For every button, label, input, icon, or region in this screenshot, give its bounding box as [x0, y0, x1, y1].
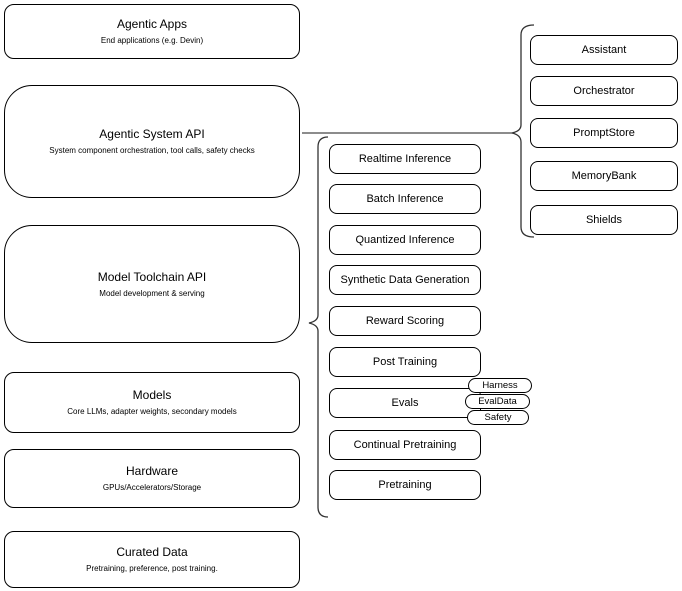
node-subtitle: End applications (e.g. Devin): [100, 36, 204, 45]
node-realtime-inference: Realtime Inference: [329, 144, 481, 174]
node-title: Model Toolchain API: [97, 269, 207, 284]
node-pretraining: Pretraining: [329, 470, 481, 500]
node-agentic-apps: Agentic Apps End applications (e.g. Devi…: [4, 4, 300, 59]
node-subtitle: Pretraining, preference, post training.: [86, 564, 218, 573]
node-subtitle: GPUs/Accelerators/Storage: [102, 483, 202, 492]
node-hardware: Hardware GPUs/Accelerators/Storage: [4, 449, 300, 508]
node-title: Hardware: [125, 464, 179, 478]
tag-label: Safety: [484, 411, 512, 423]
node-subtitle: System component orchestration, tool cal…: [49, 146, 255, 155]
node-label: Evals: [391, 397, 419, 409]
node-batch-inference: Batch Inference: [329, 184, 481, 214]
tag-label: Harness: [482, 379, 518, 391]
tag-safety: Safety: [467, 410, 529, 425]
node-model-toolchain-api: Model Toolchain API Model development & …: [4, 225, 300, 343]
node-post-training: Post Training: [329, 347, 481, 377]
node-title: Agentic Apps: [116, 17, 188, 31]
node-assistant: Assistant: [530, 35, 678, 65]
node-evals: Evals: [329, 388, 481, 418]
node-reward-scoring: Reward Scoring: [329, 306, 481, 336]
node-promptstore: PromptStore: [530, 118, 678, 148]
node-title: Models: [132, 388, 172, 402]
node-label: Batch Inference: [366, 193, 444, 205]
node-label: Orchestrator: [573, 85, 635, 97]
node-shields: Shields: [530, 205, 678, 235]
node-title: Agentic System API: [99, 127, 205, 141]
node-subtitle: Core LLMs, adapter weights, secondary mo…: [67, 407, 237, 416]
node-quantized-inference: Quantized Inference: [329, 225, 481, 255]
node-label: PromptStore: [573, 127, 635, 139]
node-orchestrator: Orchestrator: [530, 76, 678, 106]
node-label: Realtime Inference: [358, 153, 452, 165]
node-synthetic-data-generation: Synthetic Data Generation: [329, 265, 481, 295]
node-label: Shields: [585, 214, 623, 226]
node-label: Reward Scoring: [365, 315, 445, 327]
node-label: Continual Pretraining: [353, 439, 457, 451]
node-label: Quantized Inference: [355, 234, 455, 246]
node-label: MemoryBank: [571, 170, 637, 182]
node-label: Post Training: [372, 356, 438, 368]
node-title: Curated Data: [116, 545, 188, 559]
node-label: Synthetic Data Generation: [340, 274, 470, 286]
node-subtitle: Model development & serving: [99, 288, 205, 298]
node-continual-pretraining: Continual Pretraining: [329, 430, 481, 460]
tag-label: EvalData: [478, 395, 517, 407]
node-agentic-system-api: Agentic System API System component orch…: [4, 85, 300, 198]
node-label: Assistant: [581, 44, 627, 56]
tag-harness: Harness: [468, 378, 532, 393]
toolchain-brace: [308, 136, 329, 518]
tag-evaldata: EvalData: [465, 394, 530, 409]
node-label: Pretraining: [378, 479, 432, 491]
node-memorybank: MemoryBank: [530, 161, 678, 191]
node-models: Models Core LLMs, adapter weights, secon…: [4, 372, 300, 433]
node-curated-data: Curated Data Pretraining, preference, po…: [4, 531, 300, 588]
